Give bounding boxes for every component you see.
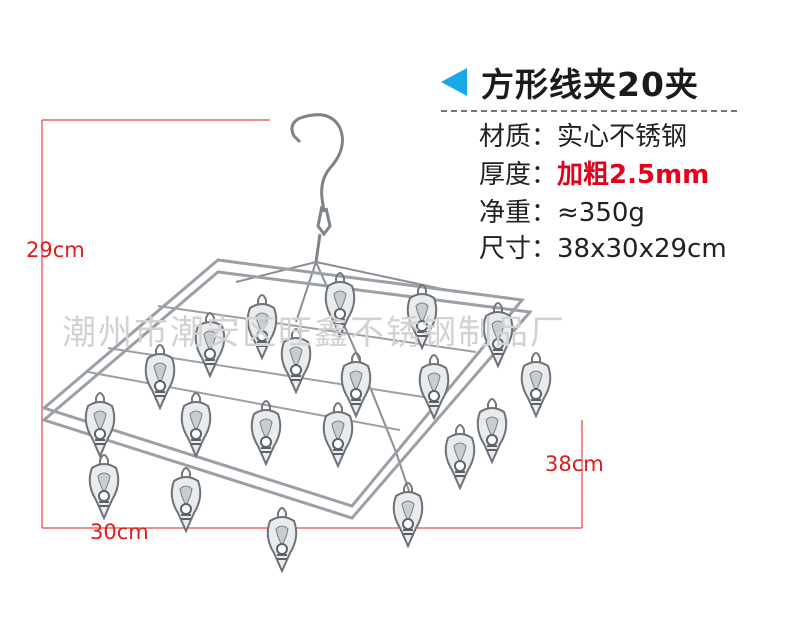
depth-label: 38cm	[545, 452, 604, 476]
spec-value: ≈350g	[557, 198, 645, 228]
hook	[290, 113, 344, 263]
spec-label: 尺寸：	[479, 234, 558, 264]
product-title: 方形线夹20夹	[481, 65, 699, 104]
product-title-row: 方形线夹20夹	[441, 52, 699, 112]
triangle-arrow-icon	[441, 68, 467, 96]
spec-material: 材质：实心不锈钢	[479, 116, 687, 153]
spec-thickness: 厚度：加粗2.5mm	[479, 154, 709, 191]
frame	[40, 258, 533, 520]
height-label: 29cm	[26, 238, 85, 262]
spec-label: 材质：	[479, 122, 558, 152]
spec-size: 尺寸：38x30x29cm	[479, 228, 727, 265]
spec-value-highlight: 加粗2.5mm	[557, 160, 710, 190]
spec-label: 厚度：	[479, 160, 558, 190]
spec-weight: 净重：≈350g	[479, 192, 645, 229]
watermark-text: 潮州市潮安区旺鑫不锈钢制品厂	[62, 313, 566, 353]
width-label: 30cm	[90, 520, 149, 544]
title-divider	[441, 110, 737, 112]
dimension-lines	[41, 119, 583, 529]
spec-value: 实心不锈钢	[557, 122, 688, 152]
spec-value: 38x30x29cm	[557, 234, 727, 264]
spec-label: 净重：	[479, 198, 558, 228]
